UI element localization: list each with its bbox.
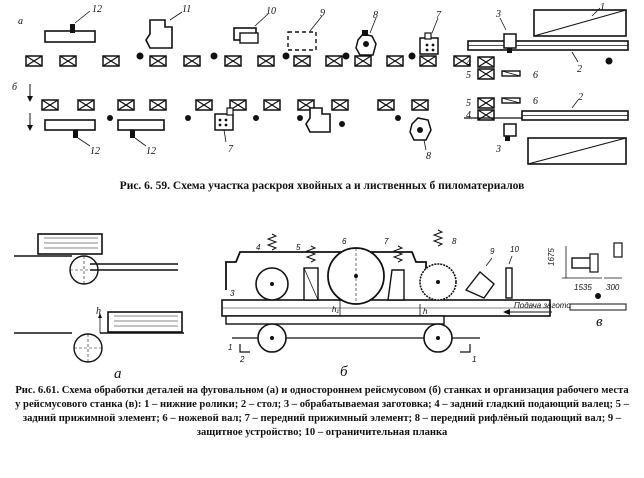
label-8-b: 8 [426, 151, 431, 162]
machine-7 [419, 17, 439, 55]
machine-7-b [214, 107, 234, 143]
num-8: 8 [452, 237, 457, 246]
label-10: 10 [266, 6, 276, 17]
label-3-a: 3 [495, 9, 501, 20]
label-12-b1: 12 [90, 146, 100, 157]
feed-label: Подача заготовки [514, 301, 584, 310]
machine-8 [355, 17, 377, 56]
machine-8-b [409, 117, 432, 151]
num-7: 7 [384, 237, 389, 246]
label-2-b: 2 [578, 92, 583, 103]
part-v-letter: в [596, 314, 603, 330]
height-label-a: h [96, 306, 101, 317]
dim-1675: 1675 [547, 248, 556, 266]
machine-9 [287, 15, 323, 51]
num-5: 5 [296, 243, 301, 252]
figure-59-caption: Рис. 6. 59. Схема участка раскроя хвойны… [119, 180, 525, 192]
machine-11 [145, 11, 183, 49]
jointer-lower [14, 311, 184, 363]
jointer-upper [14, 233, 178, 285]
label-12-a: 12 [92, 4, 102, 15]
height-h: h [423, 307, 428, 316]
row-a-letter: а [18, 16, 23, 27]
label-9: 9 [320, 8, 325, 19]
row-b-letter: б [12, 82, 18, 93]
label-2-a: 2 [577, 64, 582, 75]
saw-line-a [467, 7, 629, 65]
label-4-b: 4 [466, 110, 471, 121]
label-1-a: 1 [600, 2, 605, 13]
dim-1535: 1535 [574, 283, 592, 292]
machine-10 [233, 13, 269, 44]
num-6: 6 [342, 237, 347, 246]
label-6-b: 6 [533, 96, 538, 107]
num-1-right: 1 [472, 355, 476, 364]
figure-61-diagram: h а [14, 229, 627, 382]
saw-line-b [464, 97, 629, 165]
part-b-letter: б [340, 364, 348, 380]
figure-59-diagram: а 12 11 10 9 8 7 [12, 2, 629, 165]
label-3-b: 3 [495, 144, 501, 155]
figure-61-caption: Рис. 6.61. Схема обработки деталей на фу… [15, 385, 629, 438]
num-9: 9 [490, 247, 495, 256]
label-7-b: 7 [228, 144, 234, 155]
num-3: 3 [230, 289, 235, 298]
planer [221, 229, 552, 353]
machine-11-b [305, 107, 331, 133]
dim-300: 300 [606, 283, 620, 292]
part-a-letter: а [114, 366, 122, 382]
machine-12-b1 [44, 119, 96, 147]
row-b-dots [107, 115, 401, 127]
label-12-b2: 12 [146, 146, 156, 157]
num-10: 10 [510, 245, 519, 254]
row-a-stacks [25, 52, 471, 67]
height-h1: h₁ [332, 305, 339, 314]
num-2: 2 [239, 355, 245, 364]
label-6-side: 6 [533, 70, 538, 81]
side-stacks [477, 56, 521, 80]
label-11: 11 [182, 4, 191, 15]
label-5-side: 5 [466, 70, 471, 81]
label-5-b: 5 [466, 98, 471, 109]
machine-12-b2 [117, 119, 165, 147]
machine-12-a [44, 10, 96, 43]
label-7: 7 [436, 10, 442, 21]
label-8: 8 [373, 10, 378, 21]
label-4-side: 4 [466, 58, 471, 69]
workplace-layout [562, 242, 627, 311]
num-1: 1 [228, 343, 232, 352]
num-4: 4 [256, 243, 261, 252]
flow-arrows [27, 84, 33, 131]
